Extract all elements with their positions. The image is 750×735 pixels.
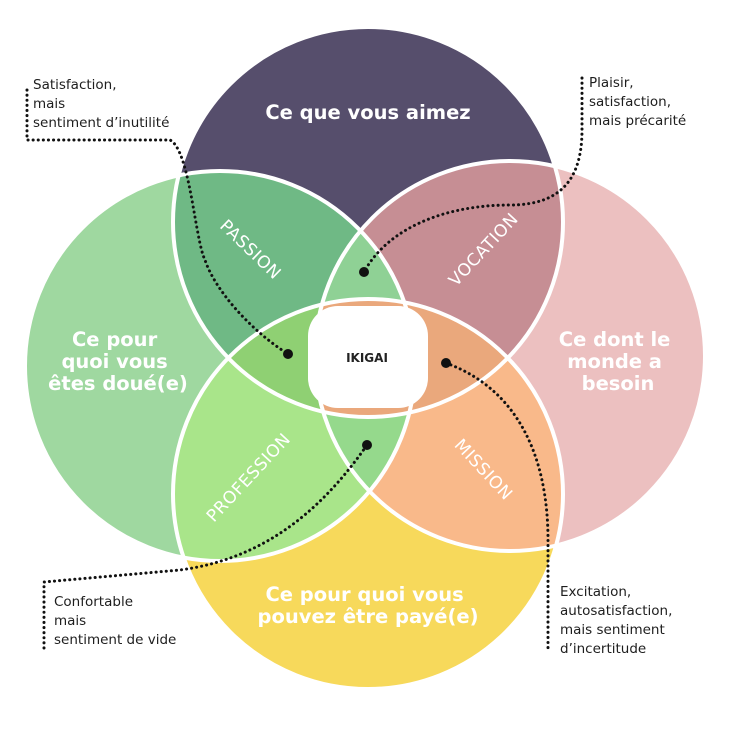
dot-passion xyxy=(283,349,293,359)
leader-vocation xyxy=(362,76,584,274)
paid-for-label: Ce pour quoi vous pouvez être payé(e) xyxy=(258,583,479,628)
world-needs-label: Ce dont le monde a besoin xyxy=(559,328,677,395)
dot-profession xyxy=(362,440,372,450)
dot-vocation xyxy=(359,267,369,277)
leader-mission xyxy=(444,361,550,652)
note-vocation: Plaisir, satisfaction, mais précarité xyxy=(589,75,686,129)
note-passion: Satisfaction, mais sentiment d’inutilité xyxy=(33,77,169,131)
dot-mission xyxy=(441,358,451,368)
note-profession: Confortable mais sentiment de vide xyxy=(54,594,176,648)
good-at-label: Ce pour quoi vous êtes doué(e) xyxy=(48,328,188,395)
ikigai-center xyxy=(308,306,428,408)
love-label: Ce que vous aimez xyxy=(265,101,470,124)
note-mission: Excitation, autosatisfaction, mais senti… xyxy=(560,584,677,657)
ikigai-label: IKIGAI xyxy=(346,351,388,365)
